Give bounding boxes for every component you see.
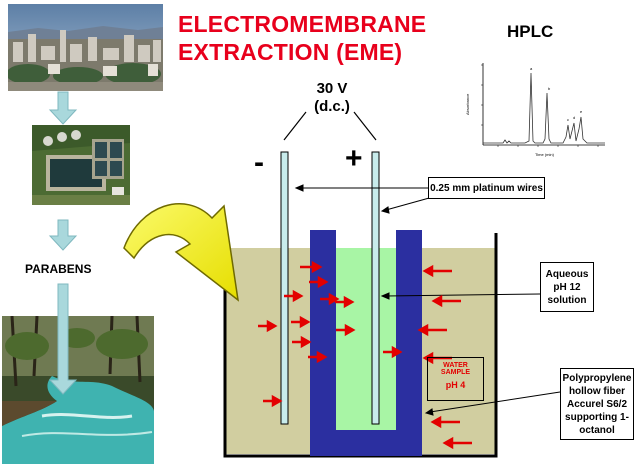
minus-sign: - (254, 146, 264, 179)
red-arrow (320, 292, 340, 306)
voltage-label: 30 V (d.c.) (314, 80, 350, 115)
river-photo (2, 316, 154, 464)
negative-electrode (280, 151, 289, 425)
peak-label-d: d (573, 115, 575, 120)
red-arrow (292, 335, 312, 349)
peak-label-c: c (567, 117, 569, 122)
red-arrow (291, 315, 311, 329)
red-arrow (308, 350, 328, 364)
red-arrow (263, 394, 283, 408)
red-arrow (422, 351, 452, 365)
wire-negative (283, 111, 307, 141)
flow-arrow-3 (48, 283, 78, 395)
red-arrow (417, 323, 447, 337)
wire-positive (353, 111, 377, 141)
callout-aqueous-solution: Aqueous pH 12 solution (540, 262, 594, 312)
red-arrow (300, 260, 323, 274)
red-arrow (442, 436, 472, 450)
hplc-label: HPLC (507, 22, 554, 41)
hollow-fiber (310, 230, 422, 456)
transfer-arrow (123, 203, 240, 302)
water-sample-box: WATER SAMPLE pH 4 (427, 357, 484, 401)
chromatogram-y-label: Absorbance (465, 93, 470, 115)
water-sample-ph: pH 4 (445, 380, 466, 390)
red-arrow (335, 295, 355, 309)
red-arrow (258, 319, 278, 333)
chromatogram-x-label: Time (min) (535, 152, 555, 157)
treatment-plant-photo (32, 125, 130, 205)
page-title: ELECTROMEMBRANE EXTRACTION (EME) (178, 10, 426, 66)
flow-arrow-2 (48, 219, 78, 251)
red-arrow (383, 345, 403, 359)
callout-platinum-wires: 0.25 mm platinum wires (428, 177, 545, 199)
callout-hollow-fiber: Polypropylene hollow fiber Accurel S6/2 … (560, 368, 634, 440)
red-arrow (422, 264, 452, 278)
water-sample-line2: SAMPLE (440, 369, 471, 376)
red-arrow (430, 415, 460, 429)
water-sample-line1: WATER (443, 362, 468, 369)
hplc-chromatogram: a b c d e Time (min) Absorbance (463, 55, 613, 161)
parabens-label: PARABENS (25, 262, 92, 276)
positive-electrode (371, 151, 380, 425)
peak-label-e: e (580, 109, 583, 114)
flow-arrow-1 (48, 91, 78, 125)
acceptor-solution (336, 248, 396, 430)
peak-label-a: a (530, 66, 533, 71)
red-arrow (284, 289, 304, 303)
peak-label-b: b (548, 86, 551, 91)
city-photo (8, 4, 163, 91)
red-arrow (431, 294, 461, 308)
red-arrow (336, 323, 356, 337)
plus-sign: + (345, 142, 363, 175)
red-arrow (309, 275, 329, 289)
title-line-1: ELECTROMEMBRANE (178, 11, 427, 37)
title-line-2: EXTRACTION (EME) (178, 39, 403, 65)
